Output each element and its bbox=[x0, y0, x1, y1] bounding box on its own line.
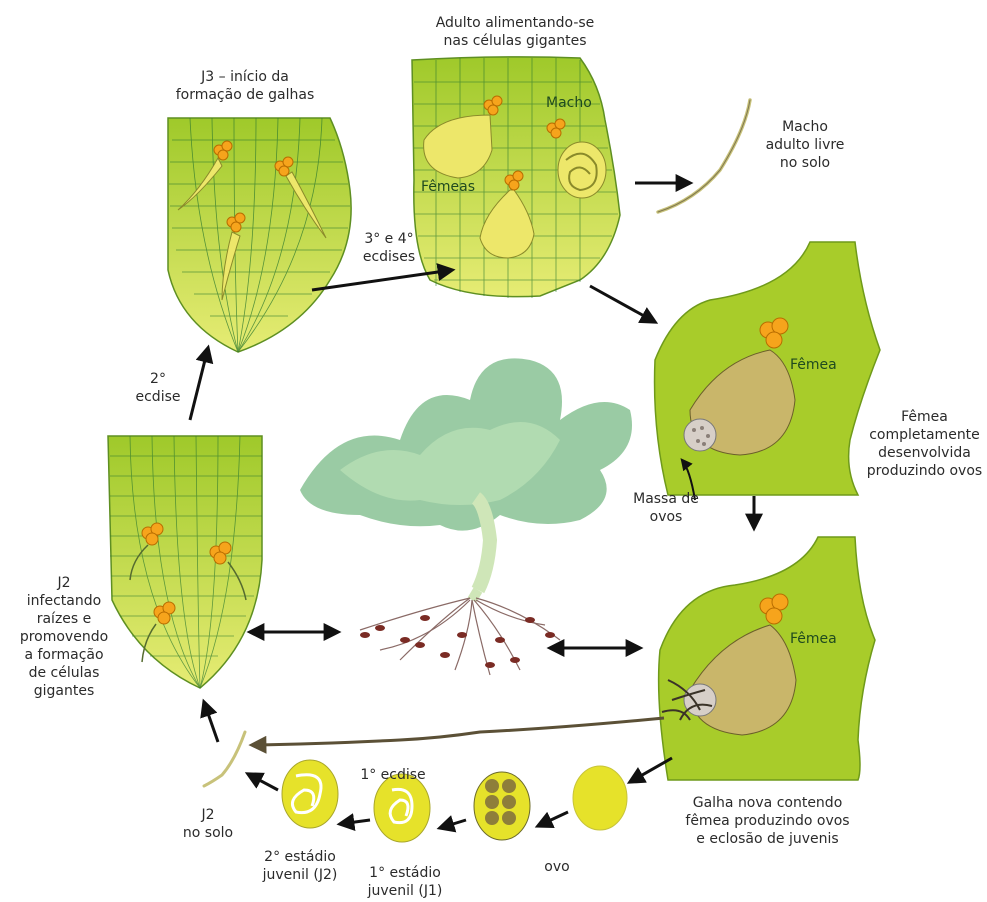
egg-stage bbox=[573, 766, 627, 830]
label-female-top: Fêmea bbox=[790, 356, 837, 374]
label-female-bottom: Fêmea bbox=[790, 630, 837, 648]
j2-root-tip bbox=[108, 436, 262, 688]
label-adult-feeding: Adulto alimentando-se nas células gigant… bbox=[400, 14, 630, 50]
label-molt-3-4: 3° e 4° ecdises bbox=[344, 230, 434, 266]
label-free-male: Macho adulto livre no solo bbox=[750, 118, 860, 172]
label-j2-soil: J2 no solo bbox=[168, 806, 248, 842]
mature-female-gall bbox=[655, 242, 880, 495]
label-molt-1: 1° ecdise bbox=[348, 766, 438, 784]
label-j3: J3 – início da formação de galhas bbox=[150, 68, 340, 104]
j1-egg bbox=[374, 774, 430, 842]
free-male-nematode bbox=[658, 100, 750, 212]
new-gall bbox=[659, 537, 875, 780]
label-egg-mass: Massa de ovos bbox=[616, 490, 716, 526]
label-female-full: Fêmea completamente desenvolvida produzi… bbox=[862, 408, 987, 480]
j3-root-tip bbox=[168, 118, 351, 352]
j2-egg bbox=[282, 760, 338, 828]
egg-with-cells bbox=[474, 772, 530, 840]
j2-soil-nematode bbox=[204, 732, 245, 786]
label-femeas-inside: Fêmeas bbox=[421, 178, 475, 196]
label-egg: ovo bbox=[532, 858, 582, 876]
return-arrow bbox=[252, 718, 664, 745]
host-plant bbox=[300, 358, 632, 675]
label-new-gall: Galha nova contendo fêmea produzindo ovo… bbox=[660, 794, 875, 848]
egg-mass-top bbox=[684, 419, 716, 451]
label-j2-infecting: J2 infectando raízes e promovendo a form… bbox=[14, 574, 114, 700]
label-macho-inside: Macho bbox=[546, 94, 592, 112]
label-j2-stage: 2° estádio juvenil (J2) bbox=[245, 848, 355, 884]
label-j1-stage: 1° estádio juvenil (J1) bbox=[350, 864, 460, 900]
life-stages-bottom bbox=[204, 732, 627, 842]
label-molt-2: 2° ecdise bbox=[118, 370, 198, 406]
